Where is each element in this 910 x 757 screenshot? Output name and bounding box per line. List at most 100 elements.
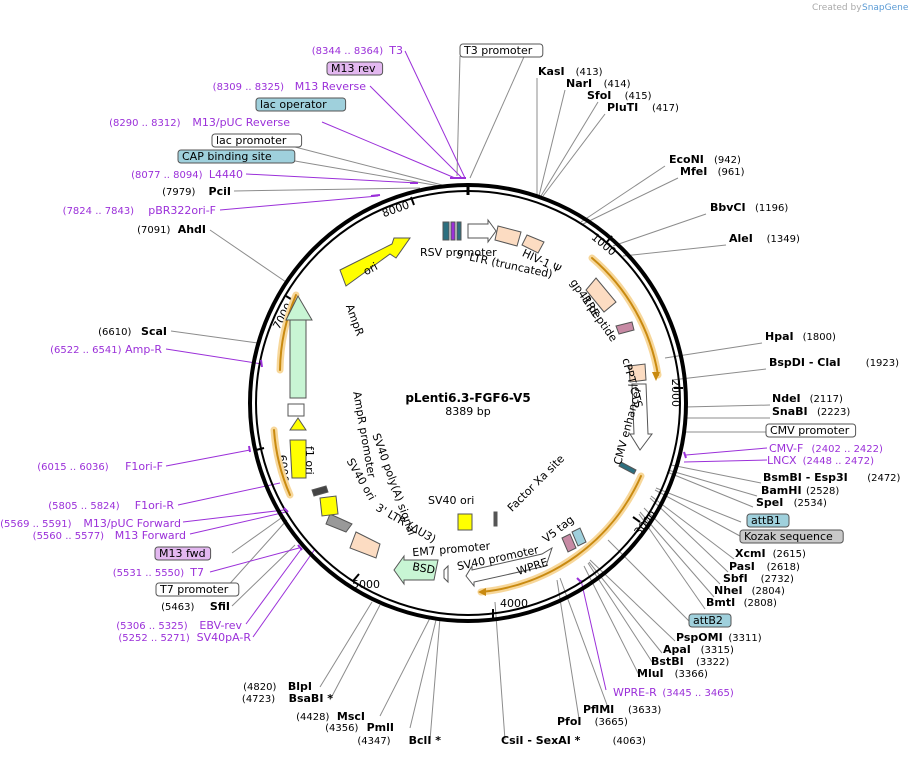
enzyme-pos-pfoi: (3665): [595, 717, 628, 728]
enzyme-csii-sexai: CsiI - SexAI *: [501, 734, 581, 747]
box-label-attb1: attB1: [751, 514, 781, 527]
enzyme-alei: AleI: [729, 232, 753, 245]
label-f1-ori: f1 ori: [303, 446, 316, 475]
enzyme-bcli: BclI *: [409, 734, 442, 747]
box-m13-rev: [326, 61, 384, 76]
primer-l4440: L4440: [209, 168, 243, 181]
enzyme-pos-ahdi: (7091): [137, 225, 170, 236]
enzyme-sbfi: SbfI: [723, 572, 748, 585]
primer-lncx: LNCX: [767, 454, 797, 467]
primer-pos-wpre-r: (3445 .. 3465): [662, 688, 734, 699]
enzyme-xcmi: XcmI: [735, 547, 766, 560]
primer-f1ori-f: F1ori-F: [125, 460, 163, 473]
orf-highlights: [270, 254, 662, 596]
enzyme-pos-pcii: (7979): [162, 187, 195, 198]
label-ampr: AmpR: [343, 302, 367, 338]
primer-t7: T7: [189, 566, 204, 579]
box-label-t3-promoter: T3 promoter: [463, 44, 533, 57]
primer-cmv-f: CMV-F: [769, 442, 803, 455]
enzyme-pos-pasi: (2618): [767, 562, 800, 573]
primer-t3: T3: [388, 44, 403, 57]
enzyme-pspomi: PspOMI: [676, 631, 723, 644]
enzyme-pos-bbvci: (1196): [755, 203, 788, 214]
box-label-lac-operator: lac operator: [260, 98, 327, 111]
primer-sv40pa-r: SV40pA-R: [197, 631, 252, 644]
enzyme-pcii: PciI: [209, 185, 231, 198]
primer-pos-f1ori-f: (6015 .. 6036): [37, 462, 109, 473]
enzyme-pflmi: PflMI: [583, 703, 614, 716]
enzyme-pos-snabi: (2223): [817, 407, 850, 418]
primer-pos-sv40pa-r: (5252 .. 5271): [118, 633, 190, 644]
enzyme-pos-bspdi-clai: (1923): [866, 358, 899, 369]
primer-arcs: [248, 177, 687, 583]
enzyme-kasi: KasI: [538, 65, 565, 78]
primer-pos-m13-forward: (5560 .. 5577): [33, 531, 105, 542]
enzyme-pos-kasi: (413): [576, 67, 603, 78]
enzyme-bsabi: BsaBI *: [289, 692, 334, 705]
enzyme-pos-bsmbi-esp3i: (2472): [867, 473, 900, 484]
enzyme-mlui: MluI: [637, 667, 664, 680]
box-label-cmv-promoter: CMV promoter: [770, 424, 850, 437]
primer-pos-f1ori-r: (5805 .. 5824): [48, 501, 120, 512]
primer-pos-m13-puc-reverse: (8290 .. 8312): [109, 118, 181, 129]
primer-pos-lncx: (2448 .. 2472): [803, 456, 875, 467]
box-attb1: [746, 513, 790, 528]
enzyme-pos-msci: (4428): [296, 712, 329, 723]
enzyme-pfoi: PfoI: [557, 715, 582, 728]
primer-pos-m13-puc-forward: (5569 .. 5591): [0, 519, 72, 530]
enzyme-pos-sfii: (5463): [161, 602, 194, 613]
enzyme-pos-nari: (414): [604, 79, 631, 90]
enzyme-pos-econi: (942): [714, 155, 741, 166]
enzyme-pos-alei: (1349): [767, 234, 800, 245]
tick-4000: 4000: [500, 597, 528, 610]
enzyme-sfii: SfiI: [210, 600, 230, 613]
primer-pos-t3: (8344 .. 8364): [312, 46, 384, 57]
enzyme-pos-pmli: (4356): [325, 723, 358, 734]
enzyme-pos-bstbi: (3322): [696, 657, 729, 668]
plasmid-name: pLenti6.3-FGF6-V5: [405, 391, 530, 405]
credit-text: Created by: [812, 3, 862, 13]
enzyme-pos-pluti: (417): [652, 103, 679, 114]
enzyme-bmti: BmtI: [706, 596, 735, 609]
box-label-t7-promoter: T7 promoter: [159, 583, 229, 596]
enzyme-snabi: SnaBI: [772, 405, 808, 418]
primer-m13-puc-reverse: M13/pUC Reverse: [192, 116, 290, 129]
enzyme-pos-mlui: (3366): [675, 669, 708, 680]
primer-amp-r: Amp-R: [125, 343, 162, 356]
tick-5000: 5000: [352, 578, 380, 591]
enzyme-nhei: NheI: [714, 584, 743, 597]
enzyme-pos-sfoi: (415): [625, 91, 652, 102]
enzyme-pos-sbfi: (2732): [761, 574, 794, 585]
label-bsd: BSD: [411, 560, 436, 577]
box-label-m13-rev: M13 rev: [331, 62, 376, 75]
enzyme-msci: MscI: [337, 710, 365, 723]
enzyme-labels: KasI(413)NarI(414)SfoI(415)PluTI(417)Eco…: [98, 65, 900, 747]
enzyme-pos-pflmi: (3633): [628, 705, 661, 716]
enzyme-pos-ndei: (2117): [810, 394, 843, 405]
primer-pos-m13-reverse: (8309 .. 8325): [213, 82, 285, 93]
box-attb2: [688, 613, 732, 628]
primer-pos-l4440: (8077 .. 8094): [131, 170, 203, 181]
enzyme-bstbi: BstBI: [651, 655, 684, 668]
box-cap-binding-site: [177, 149, 296, 164]
label-rsv-promoter: RSV promoter: [420, 246, 497, 259]
label-factor-xa: Factor Xa site: [505, 452, 567, 514]
enzyme-bspdi-clai: BspDI - ClaI: [769, 356, 841, 369]
enzyme-blpi: BlpI: [288, 680, 312, 693]
box-cmv-promoter: [765, 423, 857, 438]
enzyme-ndei: NdeI: [772, 392, 801, 405]
enzyme-sfoi: SfoI: [587, 89, 611, 102]
enzyme-ahdi: AhdI: [178, 223, 206, 236]
box-label-attb2: attB2: [693, 614, 723, 627]
enzyme-pos-blpi: (4820): [243, 682, 276, 693]
enzyme-econi: EcoNI: [669, 153, 704, 166]
enzyme-pos-apai: (3315): [701, 645, 734, 656]
box-lac-promoter: [211, 133, 303, 148]
box-label-kozak-sequence: Kozak sequence: [744, 530, 833, 543]
primer-pos-ebv-rev: (5306 .. 5325): [116, 621, 188, 632]
box-t7-promoter: [155, 582, 240, 597]
enzyme-pmli: PmlI: [367, 721, 394, 734]
enzyme-pos-xcmi: (2615): [773, 549, 806, 560]
